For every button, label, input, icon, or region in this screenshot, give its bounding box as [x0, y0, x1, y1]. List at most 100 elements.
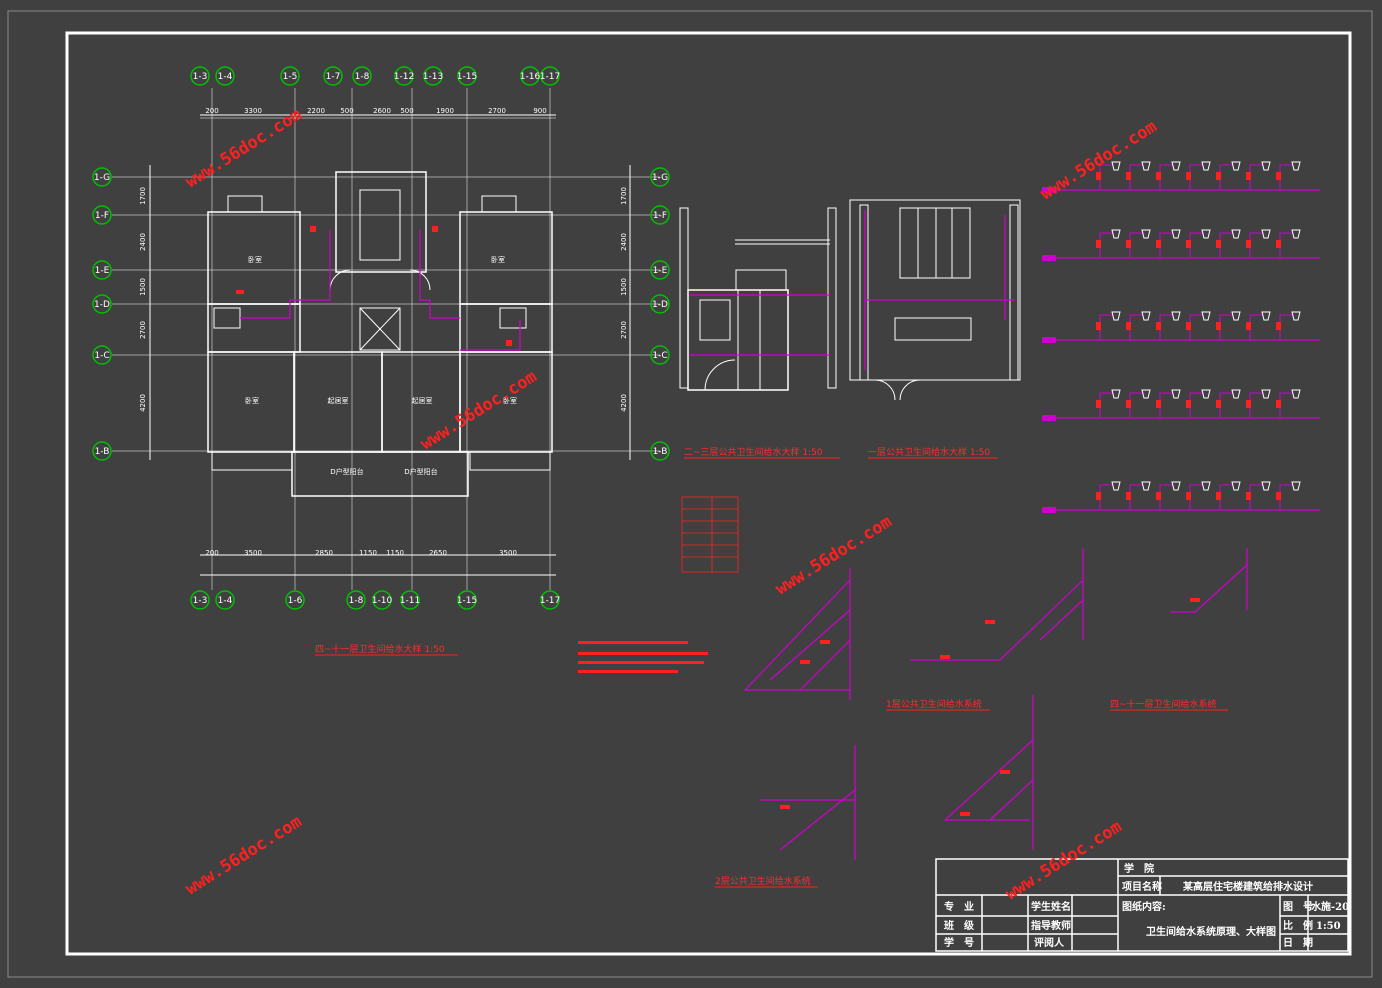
tb-scale-value: 1:50 [1316, 921, 1341, 932]
riser-valve-mark [1276, 322, 1281, 330]
fixture-symbol [1231, 389, 1241, 399]
dim-bottom-1: 3500 [244, 549, 262, 557]
riser-branch-pipe [1279, 392, 1294, 418]
riser-valve-mark [1216, 322, 1221, 330]
grid-bottom-4: 1-10 [372, 590, 392, 610]
fixture-symbol [1231, 481, 1241, 491]
grid-left-4-label: 1-C [94, 351, 109, 361]
watermark-4: www.56doc.com [182, 812, 305, 899]
riser-branch-pipe [1279, 484, 1294, 510]
tb-school-label: 学 院 [1124, 862, 1154, 875]
grid-top-4-circle [352, 66, 372, 86]
riser-valve-mark [1126, 240, 1131, 248]
riser-valve-mark [1096, 492, 1101, 500]
riser-branch-pipe [1129, 392, 1144, 418]
dim-bottom-6: 3500 [499, 549, 517, 557]
grid-top-7-label: 1-15 [457, 72, 477, 82]
grid-top-5-label: 1-12 [394, 72, 414, 82]
tb-major-label: 专 业 [944, 900, 974, 913]
grid-left-5-circle [92, 441, 112, 461]
room-label-3: 起居室 [328, 396, 349, 405]
grid-right-5: 1-B [650, 441, 670, 461]
riser-branch-pipe [1249, 484, 1264, 510]
grid-left-2-circle [92, 260, 112, 280]
riser-valve-mark [1186, 400, 1191, 408]
grid-top-3-label: 1-7 [326, 72, 341, 82]
riser-branch-pipe [1159, 484, 1174, 510]
watermark-5: www.56doc.com [1002, 817, 1125, 904]
riser-branch-pipe [1099, 314, 1114, 340]
fixture-symbol [1111, 229, 1121, 239]
riser-branch-pipe [1099, 232, 1114, 258]
riser-branch-pipe [1189, 392, 1204, 418]
sheet-outer-border [7, 10, 1373, 978]
grid-top-7-circle [457, 66, 477, 86]
riser-valve-mark [1216, 172, 1221, 180]
fixture-symbol [1141, 161, 1151, 171]
grid-bottom-3-label: 1-8 [349, 596, 364, 606]
dim-right-0: 1700 [620, 187, 628, 205]
grid-left-3: 1-D [92, 294, 112, 314]
grid-left-3-label: 1-D [94, 300, 110, 310]
fixture-symbol [1291, 311, 1301, 321]
grid-left-4: 1-C [92, 345, 112, 365]
grid-right-1-circle [650, 205, 670, 225]
grid-top-7: 1-15 [457, 66, 477, 86]
fixture-symbol [1111, 161, 1121, 171]
riser-row-4 [1042, 481, 1320, 513]
grid-top-5: 1-12 [394, 66, 414, 86]
riser-branch-pipe [1099, 484, 1114, 510]
riser-branch-pipe [1159, 232, 1174, 258]
mid-plan-1 [849, 199, 1021, 401]
caption-plan-main: 四~十一层卫生间给水大样 1:50 [315, 643, 445, 655]
room-label-5: 卧室 [503, 396, 517, 405]
fixture-symbol [1111, 389, 1121, 399]
riser-branch-pipe [1249, 232, 1264, 258]
tb-reviewer-label: 评阅人 [1034, 936, 1065, 949]
room-label-1: 卧室 [491, 255, 505, 264]
grid-top-1-circle [215, 66, 235, 86]
riser-valve-mark [1186, 172, 1191, 180]
grid-right-0-circle [650, 167, 670, 187]
grid-bottom-1: 1-4 [215, 590, 235, 610]
fixture-symbol [1141, 389, 1151, 399]
grid-left-1-circle [92, 205, 112, 225]
caption-plan-mid: 二~三层公共卫生间给水大样 1:50 [684, 446, 823, 458]
dim-top-4: 2600 [373, 107, 391, 115]
grid-bottom-0-circle [190, 590, 210, 610]
riser-inlet-mark [1042, 187, 1056, 193]
grid-bottom-3: 1-8 [346, 590, 366, 610]
grid-top-8-circle [520, 66, 540, 86]
riser-inlet-mark [1042, 337, 1056, 343]
grid-bottom-5-circle [400, 590, 420, 610]
fixture-symbol [1171, 389, 1181, 399]
grid-left-2-label: 1-E [95, 266, 110, 276]
riser-valve-mark [1246, 400, 1251, 408]
fixture-symbol [1201, 229, 1211, 239]
balcony-label-1: D户型阳台 [404, 467, 437, 476]
fixture-symbol [1261, 481, 1271, 491]
riser-valve-mark [1246, 172, 1251, 180]
room-label-0: 卧室 [248, 255, 262, 264]
riser-valve-mark [1276, 400, 1281, 408]
grid-bottom-2-label: 1-6 [288, 596, 303, 606]
grid-left-5-label: 1-B [95, 447, 110, 457]
fixture-symbol [1111, 311, 1121, 321]
riser-branch-pipe [1099, 392, 1114, 418]
grid-right-4-label: 1-C [652, 351, 667, 361]
riser-branch-pipe [1129, 164, 1144, 190]
grid-right-0: 1-G [650, 167, 670, 187]
grid-bottom-2: 1-6 [285, 590, 305, 610]
riser-branch-pipe [1159, 392, 1174, 418]
notes-block [578, 641, 708, 673]
tb-advisor-label: 指导教师 [1031, 919, 1071, 932]
fixture-symbol [1141, 229, 1151, 239]
watermark-1: www.56doc.com [1037, 117, 1160, 204]
fixture-symbol [1261, 389, 1271, 399]
grid-top-5-circle [394, 66, 414, 86]
grid-top-0: 1-3 [190, 66, 210, 86]
fixture-symbol [1261, 311, 1271, 321]
fixture-symbol [1231, 161, 1241, 171]
sheet-inner-border [65, 31, 1352, 956]
